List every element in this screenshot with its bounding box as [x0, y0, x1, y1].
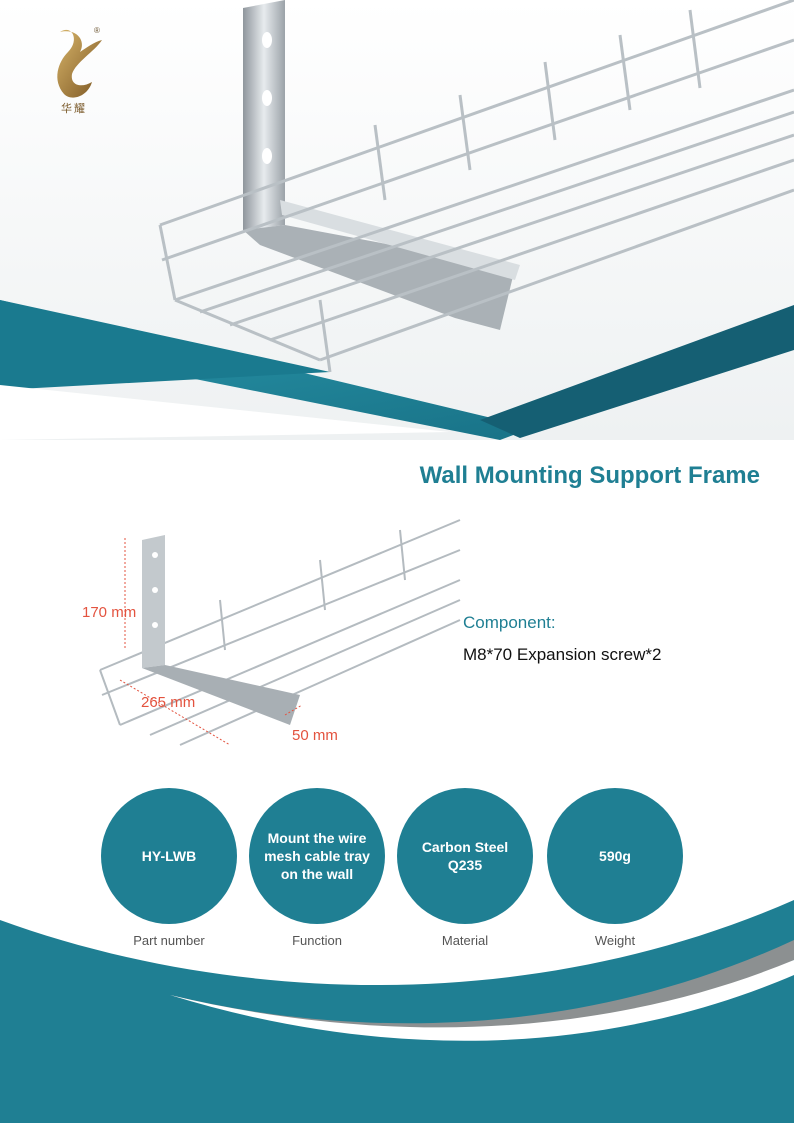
component-heading: Component: [463, 613, 556, 632]
spec-part-number-circle: HY-LWB [101, 788, 237, 924]
spec-weight-label: Weight [594, 933, 636, 948]
spec-weight-circle: 590g [547, 788, 683, 924]
spec-material-label: Material [441, 933, 489, 948]
hero-banner [0, 0, 794, 440]
dimension-length: 265 mm [141, 694, 196, 711]
spec-material-circle: Carbon Steel Q235 [397, 788, 533, 924]
dimension-width: 50 mm [292, 727, 338, 744]
page-title: Wall Mounting Support Frame [419, 462, 760, 489]
registered-mark: ® [94, 26, 100, 35]
spec-part-number-label: Part number [133, 933, 205, 948]
spec-function-label: Function [292, 933, 342, 948]
component-item: M8*70 Expansion screw*2 [463, 645, 662, 664]
bottom-wave [0, 900, 794, 1123]
bracket-illustration [243, 0, 520, 330]
dimension-height: 170 mm [82, 604, 137, 621]
company-logo [57, 29, 102, 98]
spec-function-circle: Mount the wire mesh cable tray on the wa… [249, 788, 385, 924]
wire-tray-illustration [158, 0, 794, 373]
logo-chinese-text: 华耀 [61, 102, 87, 115]
product-dimension-illustration [99, 519, 461, 746]
